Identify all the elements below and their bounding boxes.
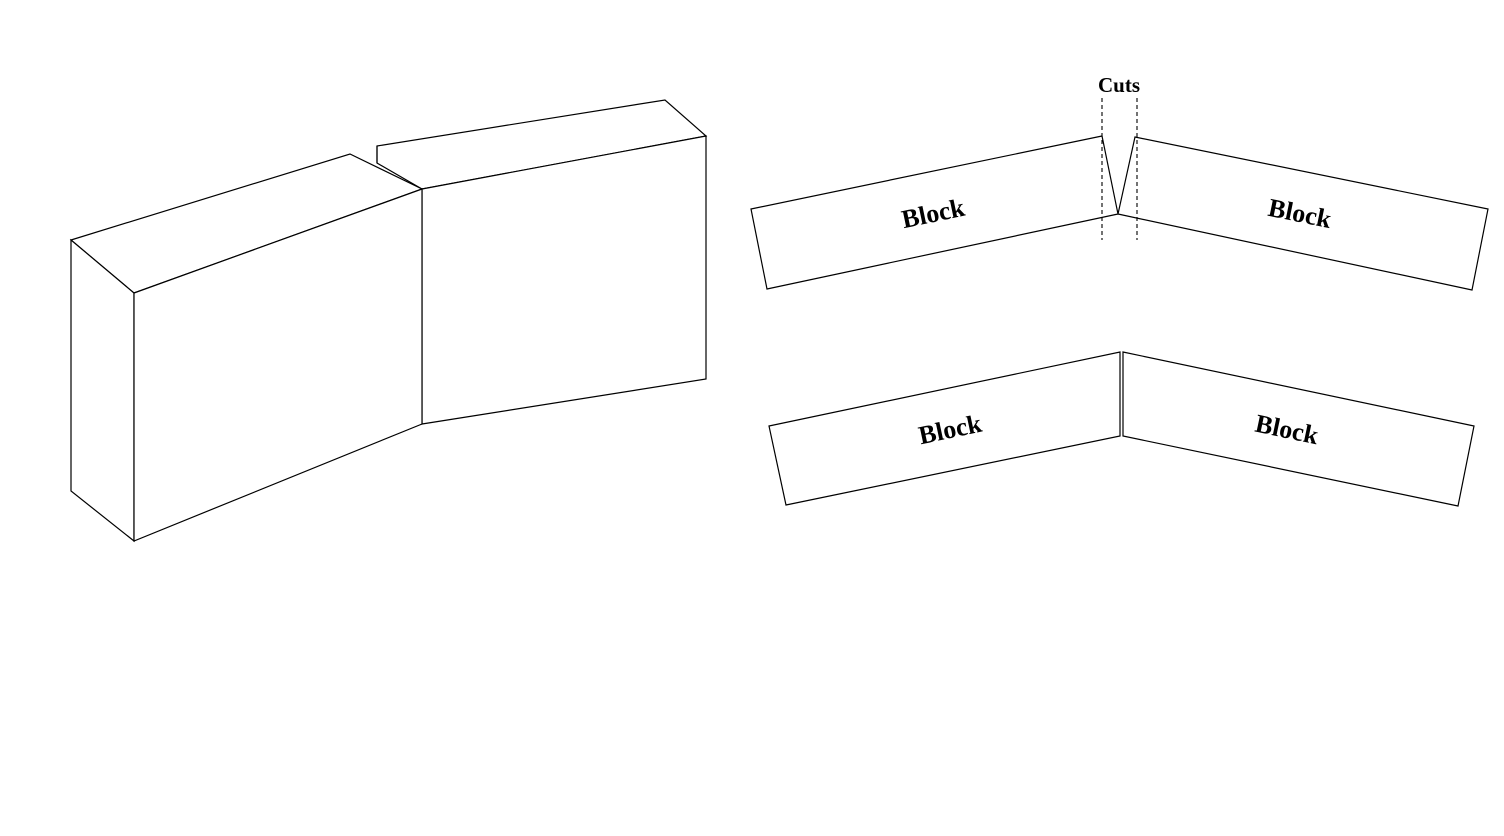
left-block-front-face xyxy=(133,188,423,542)
isometric-joined-blocks xyxy=(69,99,708,543)
joined-left-block xyxy=(768,351,1121,506)
cut-blocks-view: Cuts Block Block xyxy=(750,73,1489,291)
right-3d-block xyxy=(376,99,708,425)
joined-blocks-view: Block Block xyxy=(768,351,1475,507)
cuts-label: Cuts xyxy=(1098,73,1140,97)
cut-right-block xyxy=(1117,136,1489,291)
left-block-side-face xyxy=(70,238,135,543)
joined-right-block xyxy=(1122,351,1475,507)
left-3d-block xyxy=(69,153,424,543)
